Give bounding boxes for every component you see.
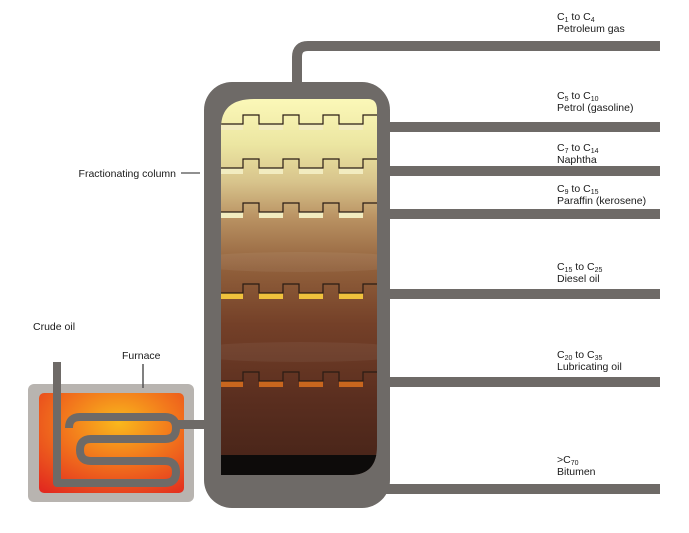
range-end: 15	[591, 189, 599, 196]
tray-plate	[299, 212, 323, 218]
range-to: to C	[572, 349, 595, 361]
fraction-name: Lubricating oil	[557, 361, 622, 373]
outlet-pipe-bitumen	[380, 484, 660, 494]
range-to: to C	[572, 261, 595, 273]
furnace	[28, 365, 206, 502]
bitumen-pool	[221, 455, 377, 475]
carbon-range: C7 to C14	[557, 142, 599, 155]
tray-plate	[299, 293, 323, 299]
tray-2	[221, 158, 377, 174]
tray-plate	[259, 293, 283, 299]
range-end: 14	[591, 148, 599, 155]
outlet-pipe-petrol	[380, 122, 660, 132]
tray-plate	[259, 212, 283, 218]
range-prefix: C	[557, 349, 565, 361]
crude-oil-label: Crude oil	[33, 321, 75, 333]
range-to: to C	[569, 142, 592, 154]
tray-4	[221, 283, 377, 299]
carbon-range: C20 to C35	[557, 349, 602, 362]
range-prefix: >C	[557, 454, 571, 466]
carbon-range: >C70	[557, 454, 579, 467]
feed-pipe	[176, 420, 206, 429]
tray-plate	[221, 381, 243, 387]
range-prefix: C	[557, 142, 565, 154]
fractionating-column	[204, 82, 390, 508]
tray-plate	[259, 381, 283, 387]
range-prefix: C	[557, 11, 565, 23]
tray-plate	[339, 212, 363, 218]
range-prefix: C	[557, 183, 565, 195]
fraction-name: Petrol (gasoline)	[557, 102, 633, 114]
tray-plate	[221, 124, 243, 130]
heating-coil	[53, 365, 180, 487]
range-to: to C	[569, 183, 592, 195]
tray-outline	[221, 202, 377, 213]
crude-oil-inlet-pipe	[53, 362, 61, 392]
range-end: 10	[591, 96, 599, 103]
range-start: 9	[565, 189, 569, 196]
range-start: 20	[565, 355, 573, 362]
range-prefix: C	[557, 90, 565, 102]
tray-outline	[221, 371, 377, 382]
range-to: to C	[569, 11, 592, 23]
fractionating-column-label: Fractionating column	[79, 168, 177, 180]
outlet-pipe-lubricating	[380, 377, 660, 387]
tray-5	[221, 371, 377, 387]
tray-plate	[299, 381, 323, 387]
tray-plate	[339, 124, 363, 130]
tray-plate	[299, 168, 323, 174]
fraction-name: Diesel oil	[557, 273, 600, 285]
outlet-pipes	[380, 122, 660, 494]
outlet-pipe-paraffin	[380, 209, 660, 219]
carbon-range: C9 to C15	[557, 183, 599, 196]
tray-plate	[221, 168, 243, 174]
tray-plate	[339, 381, 363, 387]
fraction-name: Naphtha	[557, 154, 597, 166]
carbon-range: C15 to C25	[557, 261, 602, 274]
range-end: 25	[595, 267, 603, 274]
outlet-pipe-diesel	[380, 289, 660, 299]
tray-outline	[221, 283, 377, 294]
tray-plate	[221, 293, 243, 299]
tray-plate	[339, 293, 363, 299]
range-start: 7	[565, 148, 569, 155]
range-start: 70	[571, 460, 579, 467]
tray-plate	[259, 168, 283, 174]
range-start: 1	[565, 17, 569, 24]
range-end: 35	[595, 355, 603, 362]
tray-plate	[299, 124, 323, 130]
furnace-label: Furnace	[122, 350, 161, 362]
tray-3	[221, 202, 377, 218]
fraction-name: Petroleum gas	[557, 23, 625, 35]
range-prefix: C	[557, 261, 565, 273]
tray-plate	[259, 124, 283, 130]
fraction-name: Bitumen	[557, 466, 596, 478]
range-start: 15	[565, 267, 573, 274]
range-start: 5	[565, 96, 569, 103]
range-to: to C	[569, 90, 592, 102]
tray-plate	[339, 168, 363, 174]
range-end: 4	[591, 17, 595, 24]
fraction-name: Paraffin (kerosene)	[557, 195, 646, 207]
tray-outline	[221, 158, 377, 169]
carbon-range: C1 to C4	[557, 11, 595, 24]
tray-outline	[221, 114, 377, 125]
tray-plate	[221, 212, 243, 218]
gas-outlet-pipe	[292, 41, 660, 86]
tray-1	[221, 114, 377, 130]
outlet-pipe-naphtha	[380, 166, 660, 176]
carbon-range: C5 to C10	[557, 90, 599, 103]
